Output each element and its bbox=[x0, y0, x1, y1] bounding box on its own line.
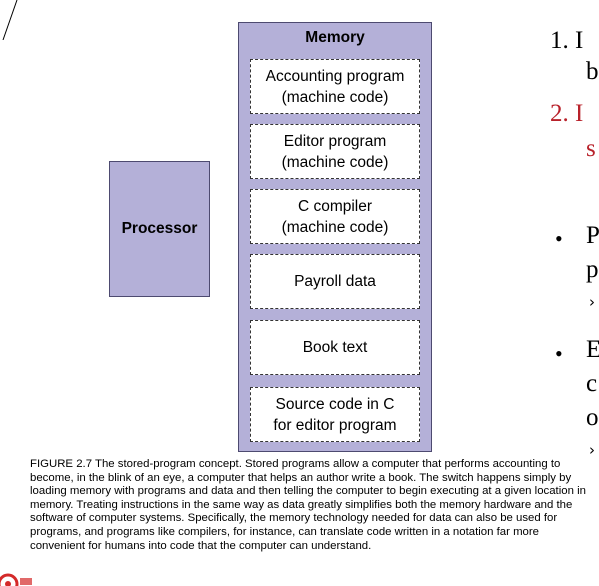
memory-block-payroll-data: Payroll data bbox=[250, 254, 420, 309]
bullet-marker-2: • bbox=[555, 341, 563, 366]
slide-bullet-2-line-3: o bbox=[586, 404, 599, 431]
processor-box: Processor bbox=[109, 161, 210, 297]
red-logo-icon bbox=[0, 573, 32, 586]
sub-bullet-marker-2: › bbox=[589, 441, 595, 459]
processor-label: Processor bbox=[121, 220, 198, 237]
slide-item-1-line-2: b bbox=[586, 58, 599, 85]
slide-bullet-2-line-1: E bbox=[586, 336, 599, 363]
slide-bullet-2-line-2: c bbox=[586, 370, 598, 397]
slide-item-1-line-1: 1. I bbox=[550, 27, 584, 54]
slide-bullet-1-line-1: P bbox=[586, 222, 599, 249]
memory-block-book-text: Book text bbox=[250, 320, 420, 375]
memory-box: Memory Accounting program (machine code)… bbox=[238, 22, 432, 452]
slide-item-2-line-1: 2. I bbox=[550, 100, 584, 127]
decorative-corner-line bbox=[2, 0, 18, 40]
memory-block-c-compiler: C compiler (machine code) bbox=[250, 189, 420, 244]
figure-caption: FIGURE 2.7 The stored-program concept. S… bbox=[30, 458, 586, 552]
memory-block-accounting-program: Accounting program (machine code) bbox=[250, 59, 420, 114]
bullet-marker-1: • bbox=[555, 226, 563, 251]
memory-block-editor-program: Editor program (machine code) bbox=[250, 124, 420, 179]
slide-bullet-1-line-2: p bbox=[586, 256, 599, 283]
memory-title: Memory bbox=[305, 29, 365, 46]
slide-item-2-line-2: s bbox=[586, 135, 596, 162]
memory-block-source-code: Source code in C for editor program bbox=[250, 387, 420, 442]
sub-bullet-marker-1: › bbox=[589, 293, 595, 311]
